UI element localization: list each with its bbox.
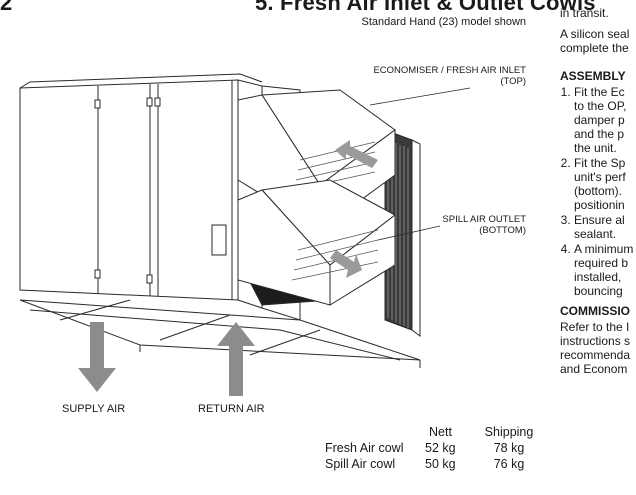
table-row: Spill Air cowl 50 kg 76 kg [325,456,539,472]
step-line: Ensure al [574,213,625,227]
step-line: bouncing [574,284,623,298]
spill-outlet-callout: SPILL AIR OUTLET (BOTTOM) [442,214,526,236]
intro-text: in transit. [560,6,609,20]
commissioning-line: and Econom [560,362,628,376]
assembly-heading: ASSEMBLY [560,69,626,83]
step-line: positionin [574,198,625,212]
step-line: required b [574,256,629,270]
supply-air-arrow [78,322,116,392]
section-number: 2 [0,0,13,15]
commissioning-heading: COMMISSIO [560,304,631,318]
list-item: A minimum required b installed, bouncing [574,242,636,298]
row-label: Spill Air cowl [325,457,396,471]
step-line: A minimum [574,242,634,256]
return-air-label: RETURN AIR [198,403,265,415]
list-item: Ensure al sealant. [574,213,636,241]
spill-air-arrow [330,250,362,278]
list-item: Fit the Ec to the OP, damper p and the p… [574,85,636,155]
step-line: Fit the Ec [574,85,625,99]
table-row: Fresh Air cowl 52 kg 78 kg [325,440,539,456]
list-item: Fit the Sp unit's perf (bottom). positio… [574,156,636,212]
commissioning-line: Refer to the I [560,320,630,334]
page-title: 5. Fresh Air Inlet & Outlet Cowls [255,0,596,15]
assembly-steps: Fit the Ec to the OP, damper p and the p… [560,85,636,298]
step-line: (bottom). [574,184,623,198]
step-line: Fit the Sp [574,156,626,170]
return-air-arrow [217,322,255,396]
unit-illustration [19,73,471,396]
nett-weight: 50 kg [425,457,456,471]
cowl-weight-table: Nett Shipping Fresh Air cowl 52 kg 78 kg… [325,424,539,472]
nett-weight: 52 kg [425,441,456,455]
fresh-air-arrow [335,140,378,168]
economiser-callout: ECONOMISER / FRESH AIR INLET (TOP) [373,65,526,87]
step-line: unit's perf [574,170,626,184]
intro-text: A silicon seal [560,27,630,41]
step-line: installed, [574,270,622,284]
right-column-text: in transit. A silicon seal complete the … [560,6,636,495]
table-header: Shipping [484,425,534,439]
table-header-row: Nett Shipping [325,424,539,440]
shipping-weight: 76 kg [493,457,525,471]
commissioning-line: instructions s [560,334,631,348]
intro-text: complete the [560,41,629,55]
shipping-weight: 78 kg [493,441,525,455]
table-header [325,424,425,440]
step-line: and the p [574,127,625,141]
supply-air-label: SUPPLY AIR [62,403,126,415]
subheading: Standard Hand (23) model shown [361,16,526,28]
table-header: Nett [429,425,452,439]
row-label: Fresh Air cowl [325,441,404,455]
commissioning-line: recommenda [560,348,631,362]
step-line: the unit. [574,141,617,155]
step-line: sealant. [574,227,617,241]
step-line: damper p [574,113,625,127]
step-line: to the OP, [574,99,627,113]
